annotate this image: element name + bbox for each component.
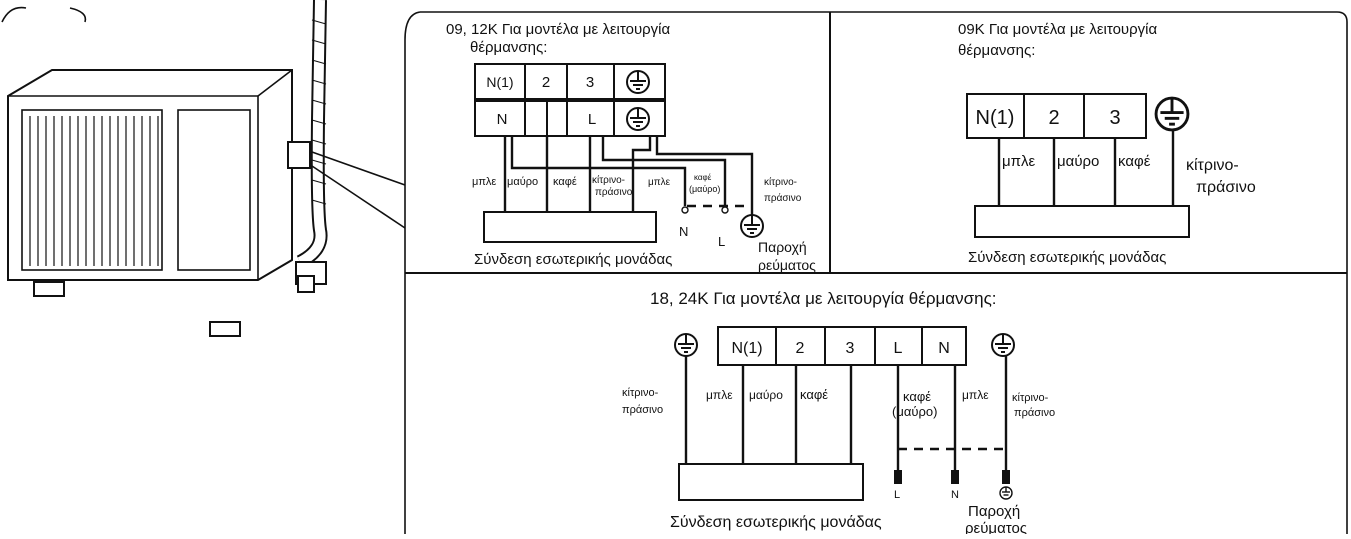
terminal-n: N (497, 111, 508, 128)
panel-c-supply-1: Παροχή (968, 503, 1020, 520)
terminal-3: 3 (1109, 107, 1120, 129)
wire-label-blue-supply: μπλε (962, 388, 989, 402)
wire-label-black-supply: (μαύρο) (892, 404, 937, 419)
ground-symbol (1154, 96, 1190, 132)
supply-terminal-l: L (894, 489, 900, 501)
ground-symbol (674, 333, 698, 357)
wire-label-black: μαύρο (507, 176, 538, 188)
terminal-n1: N(1) (731, 340, 762, 357)
terminal-2: 2 (796, 340, 805, 357)
wire-label-black: μαύρο (749, 388, 783, 402)
panel-18-24k: 18, 24K Για μοντέλα με λειτουργία θέρμαν… (622, 289, 1055, 537)
panel-b-title-2: θέρμανσης: (958, 42, 1035, 59)
terminal-3: 3 (846, 340, 855, 357)
wire-label-brown: καφέ (800, 387, 828, 402)
wire-label-blue: μπλε (706, 388, 733, 402)
wire-label-yg-supply-1: κίτρινο- (764, 176, 797, 188)
wire-label-brown-supply-2: (μαύρο) (689, 184, 720, 194)
outdoor-unit-illustration (1, 0, 406, 337)
terminal-n1: N(1) (486, 74, 513, 90)
ground-label-right-1: κίτρινο- (1012, 392, 1049, 404)
wire-label-yg-1: κίτρινο- (592, 174, 625, 186)
diagram-frame (404, 11, 1348, 534)
panel-c-title: 18, 24K Για μοντέλα με λειτουργία θέρμαν… (650, 289, 997, 308)
terminal-l: L (894, 340, 903, 357)
panel-a-title: 09, 12K Για μοντέλα με λειτουργία (446, 21, 671, 38)
wire-label-blue-supply: μπλε (648, 177, 671, 188)
wire-label-brown: καφέ (553, 176, 577, 188)
panel-a-supply-1: Παροχή (758, 239, 807, 255)
terminal-2: 2 (1048, 107, 1059, 129)
panel-b-title: 09K Για μοντέλα με λειτουργία (958, 21, 1157, 38)
ground-symbol (740, 214, 764, 238)
panel-09-12k: 09, 12K Για μοντέλα με λειτουργία θέρμαν… (446, 21, 816, 273)
panel-09k: 09K Για μοντέλα με λειτουργία θέρμανσης:… (958, 21, 1256, 266)
supply-terminal-n: N (679, 224, 688, 239)
wire-label-yg-2: πράσινο (595, 186, 633, 198)
ground-symbol (999, 486, 1013, 500)
terminal-3: 3 (586, 74, 594, 91)
wire-label-black: μαύρο (1057, 153, 1099, 170)
supply-terminal-n: N (951, 489, 959, 501)
wire-label-brown-supply-1: καφέ (694, 173, 712, 182)
wire-label-yg-supply-2: πράσινο (764, 192, 802, 204)
ground-symbol (626, 107, 650, 131)
ground-label-right-2: πράσινο (1014, 407, 1055, 419)
ground-label-2: πράσινο (1196, 179, 1256, 196)
ground-symbol (991, 333, 1015, 357)
wire-label-brown: καφέ (1118, 153, 1151, 170)
panel-a-title-2: θέρμανσης: (470, 39, 547, 56)
ground-label-left-1: κίτρινο- (622, 387, 659, 399)
wire-label-brown-supply: καφέ (903, 389, 931, 404)
ground-label-left-2: πράσινο (622, 404, 663, 416)
wire-label-blue: μπλε (472, 176, 496, 188)
terminal-n1: N(1) (976, 107, 1015, 129)
panel-c-caption: Σύνδεση εσωτερικής μονάδας (670, 514, 882, 531)
panel-b-caption: Σύνδεση εσωτερικής μονάδας (968, 249, 1166, 266)
panel-a-supply-2: ρεύματος (758, 257, 816, 273)
supply-terminal-l: L (718, 234, 725, 249)
ground-symbol (626, 70, 650, 94)
terminal-l: L (588, 111, 596, 128)
wire-label-blue: μπλε (1002, 153, 1035, 170)
terminal-n: N (938, 340, 950, 357)
panel-c-supply-2: ρεύματος (965, 520, 1027, 534)
panel-a-caption: Σύνδεση εσωτερικής μονάδας (474, 251, 672, 268)
ground-label-1: κίτρινο- (1186, 157, 1239, 174)
terminal-2: 2 (542, 74, 550, 91)
